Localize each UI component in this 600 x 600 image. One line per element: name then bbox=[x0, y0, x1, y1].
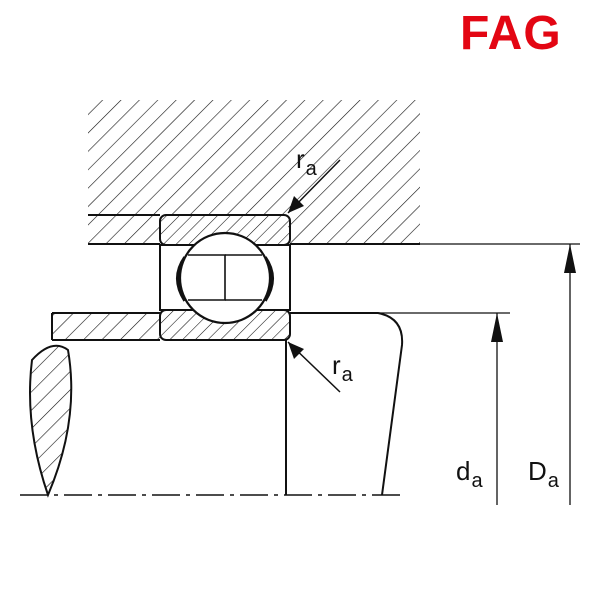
radius-label-bottom: ra bbox=[332, 350, 353, 385]
Da-dimension-line bbox=[420, 243, 580, 505]
da-label-main: d bbox=[456, 456, 471, 486]
radius-label-top: ra bbox=[296, 144, 317, 179]
svg-text:FAG: FAG bbox=[460, 8, 562, 54]
Da-label-main: D bbox=[528, 456, 547, 486]
da-label-sub: a bbox=[471, 470, 483, 492]
shaft-shoulder bbox=[51, 312, 160, 341]
ball bbox=[176, 231, 274, 325]
radius-label-bottom-main: r bbox=[332, 350, 341, 380]
Da-label: Da bbox=[528, 456, 559, 491]
Da-label-sub: a bbox=[547, 470, 559, 492]
da-dimension-line bbox=[290, 312, 510, 505]
radius-arrow-bottom bbox=[287, 341, 341, 393]
da-label: da bbox=[456, 456, 483, 491]
radius-label-top-main: r bbox=[296, 144, 305, 174]
fag-logo: FAG bbox=[458, 8, 598, 54]
radius-arrow-top bbox=[287, 159, 341, 214]
radius-label-top-sub: a bbox=[305, 158, 317, 180]
radius-label-bottom-sub: a bbox=[341, 364, 353, 386]
